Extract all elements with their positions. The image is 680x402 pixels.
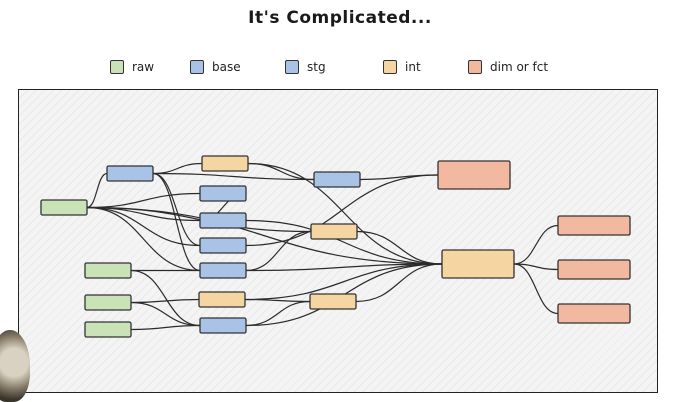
presenter-avatar <box>0 330 30 402</box>
node-dim_fct-d4 <box>557 303 631 324</box>
edge-i1-i5 <box>247 162 443 265</box>
node-raw-raw2 <box>84 262 132 279</box>
edge-i5-d4 <box>513 263 559 315</box>
edge-i5-d2 <box>513 224 559 265</box>
node-dim_fct-d3 <box>557 259 631 280</box>
edge-raw4-s5 <box>130 324 201 331</box>
node-int-i5 <box>441 249 515 279</box>
node-stg-s1 <box>199 185 247 202</box>
edge-s3-d1 <box>245 174 439 247</box>
edge-i5-d3 <box>513 263 559 271</box>
node-dim_fct-d1 <box>437 160 511 190</box>
legend-swatch-dim-fct <box>468 60 482 74</box>
legend-label-raw: raw <box>132 60 155 74</box>
node-stg-s6 <box>313 171 361 188</box>
legend-swatch-raw <box>110 60 124 74</box>
node-raw-raw3 <box>84 294 132 311</box>
diagram-board <box>18 89 658 393</box>
node-stg-s2 <box>199 212 247 229</box>
edge-raw1-s4 <box>86 206 201 272</box>
edge-s6-d1 <box>359 174 439 181</box>
node-dim_fct-d2 <box>557 215 631 236</box>
edge-i4-i5 <box>355 263 443 303</box>
edge-b1-s4 <box>152 172 201 272</box>
legend-item-raw: raw <box>110 57 154 77</box>
edge-s2-i5 <box>245 219 443 265</box>
node-raw-raw1 <box>40 199 88 216</box>
legend-label-stg: stg <box>307 60 326 74</box>
legend: raw base stg int dim or fct <box>0 57 680 79</box>
edge-raw1-i2 <box>86 206 312 233</box>
node-int-i1 <box>201 155 249 172</box>
legend-swatch-base <box>190 60 204 74</box>
node-int-i3 <box>198 291 246 308</box>
edge-raw3-s5 <box>130 301 201 327</box>
edge-raw3-i3 <box>130 298 200 304</box>
node-stg-s5 <box>199 317 247 334</box>
legend-swatch-stg <box>285 60 299 74</box>
diagram-title: It's Complicated... <box>248 8 432 28</box>
legend-item-int: int <box>383 57 421 77</box>
node-stg-s3 <box>199 237 247 254</box>
node-stg-s4 <box>199 262 247 279</box>
legend-item-stg: stg <box>285 57 326 77</box>
dag-diagram <box>40 155 631 338</box>
edge-raw2-s5 <box>130 269 201 327</box>
legend-swatch-int <box>383 60 397 74</box>
node-int-i4 <box>309 293 357 310</box>
legend-item-base: base <box>190 57 241 77</box>
legend-label-int: int <box>405 60 421 74</box>
legend-label-base: base <box>212 60 241 74</box>
edge-s5-i4 <box>245 300 311 327</box>
node-raw-raw4 <box>84 321 132 338</box>
edge-raw1-s1 <box>86 192 201 209</box>
edge-b1-s3 <box>152 172 201 247</box>
edge-b1-s6 <box>152 172 315 181</box>
legend-label-dim-fct: dim or fct <box>490 60 549 74</box>
legend-item-dim-fct: dim or fct <box>468 57 548 77</box>
edge-s4-i2 <box>245 230 312 272</box>
edge-b1-i1 <box>152 162 203 175</box>
edge-i2-i5 <box>356 230 443 265</box>
edge-raw1-b1 <box>86 172 108 209</box>
node-int-i2 <box>310 223 358 240</box>
edge-i1-s6 <box>247 162 315 181</box>
edge-s4-i5 <box>245 263 443 272</box>
node-base-b1 <box>106 165 154 182</box>
nodes <box>40 155 631 338</box>
edge-i3-i5 <box>244 263 443 301</box>
